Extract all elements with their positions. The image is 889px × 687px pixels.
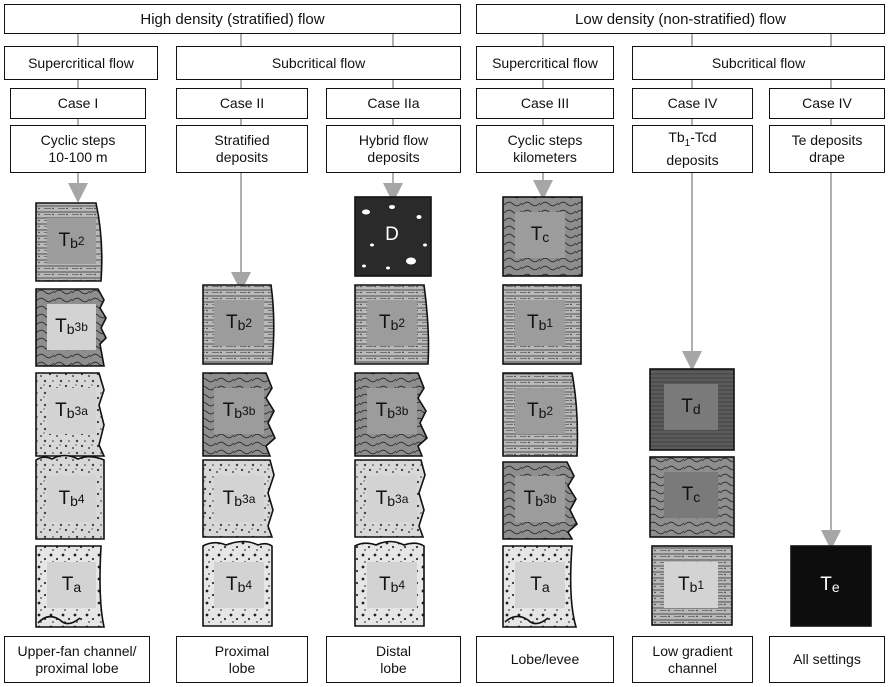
case-1: Case I <box>10 88 146 119</box>
case-2a: Case IIa <box>326 88 461 119</box>
low-density-header: Low density (non-stratified) flow <box>476 4 885 34</box>
setting-case-2: Proximal lobe <box>176 636 308 683</box>
setting-case-4a: Low gradient channel <box>632 636 753 683</box>
flow-regime-supercritical-low: Supercritical flow <box>476 46 614 80</box>
bed-label-col3-1: D <box>385 224 399 245</box>
description-case-2a: Hybrid flow deposits <box>326 125 461 173</box>
description-case-2: Stratified deposits <box>176 125 308 173</box>
setting-case-4b: All settings <box>769 636 885 683</box>
column-6-lithology <box>790 545 872 627</box>
description-case-1: Cyclic steps 10-100 m <box>10 125 146 173</box>
high-density-header: High density (stratified) flow <box>4 4 461 34</box>
setting-case-2a: Distal lobe <box>326 636 461 683</box>
flow-regime-subcritical-high: Subcritical flow <box>176 46 461 80</box>
description-case-4b: Te deposits drape <box>769 125 885 173</box>
flow-regime-subcritical-low: Subcritical flow <box>632 46 885 80</box>
setting-case-1: Upper-fan channel/ proximal lobe <box>4 636 150 683</box>
case-3: Case III <box>476 88 614 119</box>
description-case-3: Cyclic steps kilometers <box>476 125 614 173</box>
case-2: Case II <box>176 88 308 119</box>
flow-regime-supercritical-high: Supercritical flow <box>4 46 158 80</box>
case-4a: Case IV <box>632 88 753 119</box>
case-4b: Case IV <box>769 88 885 119</box>
setting-case-3: Lobe/levee <box>476 636 614 683</box>
